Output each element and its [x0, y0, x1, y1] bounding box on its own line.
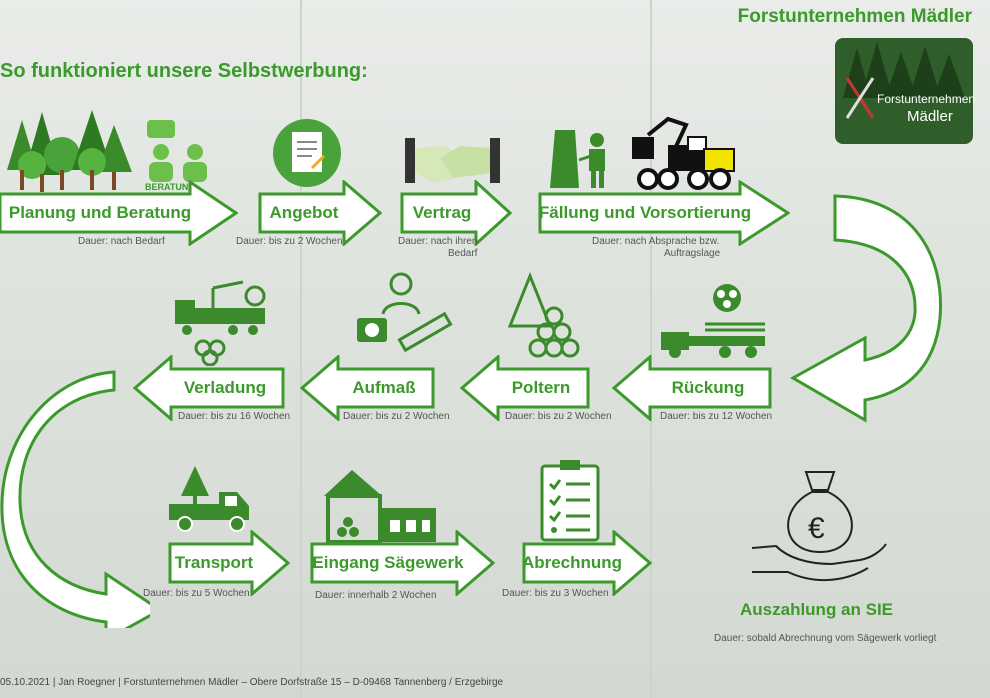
timber-truck-icon — [165, 462, 255, 542]
step-angebot-label: Angebot — [269, 203, 339, 222]
step-rueckung-duration: Dauer: bis zu 12 Wochen — [660, 411, 773, 422]
consultation-icon: BERATUNG — [143, 118, 215, 198]
harvester-icon — [628, 115, 738, 198]
step-faellung-duration-line2: Auftragslage — [664, 248, 721, 259]
company-logo: Forstunternehmen Mädler — [835, 38, 976, 144]
step-vertrag-label: Vertrag — [412, 203, 472, 222]
beratung-text: BERATUNG — [145, 182, 195, 192]
log-pile-icon — [500, 271, 590, 365]
sawmill-icon — [322, 466, 440, 551]
curve-arrow-left — [0, 368, 163, 643]
step-poltern-arrow: Poltern — [460, 355, 590, 421]
forwarder-icon — [655, 280, 770, 365]
step-vertrag-duration-line1: Dauer: nach ihren — [398, 236, 478, 247]
loading-truck-icon — [173, 278, 273, 371]
step-angebot-arrow: Angebot — [258, 180, 382, 246]
paper-fold — [300, 0, 302, 698]
step-saegewerk-label: Eingang Sägewerk — [312, 553, 464, 572]
step-vertrag-duration-line2: Bedarf — [448, 248, 478, 259]
step-abrechnung-label: Abrechnung — [521, 553, 623, 572]
step-angebot-duration: Dauer: bis zu 2 Wochen — [236, 236, 343, 247]
step-abrechnung-arrow: Abrechnung — [522, 530, 652, 596]
step-verladung-duration: Dauer: bis zu 16 Wochen — [178, 411, 291, 422]
step-poltern-label: Poltern — [511, 378, 571, 397]
step-saegewerk-duration: Dauer: innerhalb 2 Wochen — [315, 590, 437, 601]
step-rueckung-label: Rückung — [671, 378, 745, 397]
page-heading: So funktioniert unsere Selbstwerbung: — [0, 60, 368, 82]
footer: 05.10.2021 | Jan Roegner | Forstunterneh… — [0, 677, 504, 688]
step-transport-duration: Dauer: bis zu 5 Wochen — [143, 588, 250, 599]
step-abrechnung-duration: Dauer: bis zu 3 Wochen — [502, 588, 609, 599]
logo-text-line2: Mädler — [907, 108, 953, 125]
checklist-icon — [538, 458, 602, 547]
payout-title: Auszahlung an SIE — [740, 600, 894, 619]
company-title: Forstunternehmen Mädler — [737, 6, 972, 27]
step-aufmass-label: Aufmaß — [352, 378, 416, 397]
step-verladung-arrow: Verladung — [133, 355, 285, 421]
step-vertrag-arrow: Vertrag — [400, 180, 512, 246]
document-icon — [272, 118, 342, 193]
paper-fold — [650, 0, 652, 698]
step-poltern-duration: Dauer: bis zu 2 Wochen — [505, 411, 612, 422]
step-planung-arrow: Planung und Beratung — [0, 180, 238, 246]
forest-icon — [2, 100, 137, 200]
handshake-icon — [405, 128, 500, 198]
euro-symbol: € — [808, 512, 825, 545]
money-bag-hand-icon: € — [748, 468, 888, 603]
step-transport-arrow: Transport — [168, 530, 290, 596]
step-aufmass-duration: Dauer: bis zu 2 Wochen — [343, 411, 450, 422]
step-saegewerk-arrow: Eingang Sägewerk — [310, 530, 495, 596]
step-planung-duration: Dauer: nach Bedarf — [78, 236, 165, 247]
step-faellung-duration-line1: Dauer: nach Absprache bzw. — [592, 236, 720, 247]
step-faellung-arrow: Fällung und Vorsortierung — [538, 180, 790, 246]
logo-text-line1: Forstunternehmen — [877, 92, 976, 106]
step-planung-label: Planung und Beratung — [8, 203, 192, 222]
step-verladung-label: Verladung — [183, 378, 267, 397]
payout-duration: Dauer: sobald Abrechnung vom Sägewerk vo… — [714, 633, 937, 644]
step-aufmass-arrow: Aufmaß — [300, 355, 435, 421]
curve-arrow-right — [785, 188, 950, 443]
step-faellung-label: Fällung und Vorsortierung — [538, 203, 752, 222]
tree-felling-icon — [545, 120, 615, 195]
measurement-icon — [355, 270, 455, 360]
step-transport-label: Transport — [174, 553, 254, 572]
step-rueckung-arrow: Rückung — [612, 355, 772, 421]
